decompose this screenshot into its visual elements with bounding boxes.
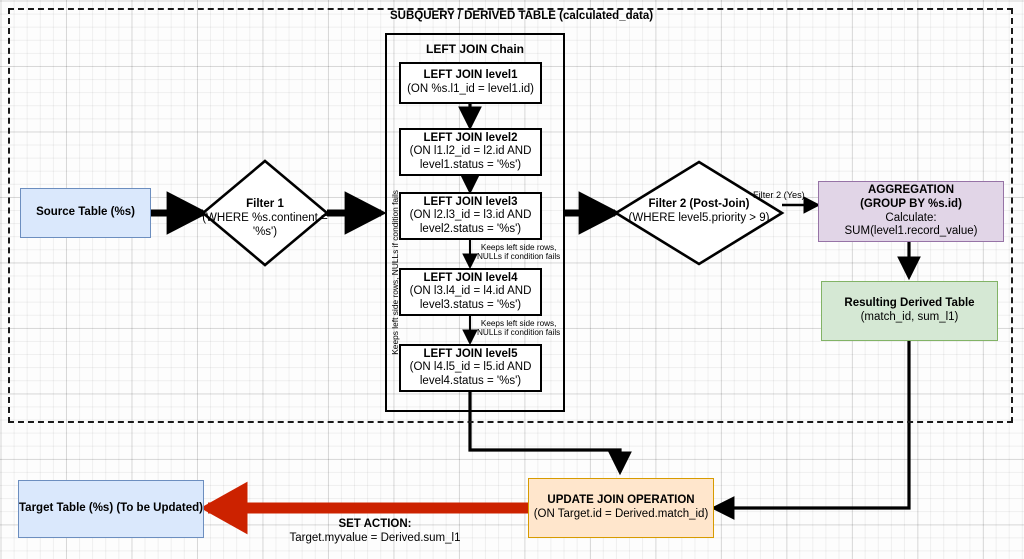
aggregation-line2: (GROUP BY %s.id) — [860, 197, 962, 210]
set-action-body: Target.myvalue = Derived.sum_l1 — [289, 532, 461, 545]
subquery-group-title: SUBQUERY / DERIVED TABLE (calculated_dat… — [390, 10, 654, 22]
left-join-chain-title: LEFT JOIN Chain — [425, 42, 524, 56]
node-left-join-level3[interactable]: LEFT JOIN level3 (ON l2.l3_id = l3.id AN… — [399, 192, 542, 240]
filter2-title: Filter 2 (Post-Join) — [648, 198, 750, 210]
node-target-table[interactable]: Target Table (%s) (To be Updated) — [18, 480, 204, 538]
join1-title: LEFT JOIN level1 — [423, 69, 518, 82]
join1-line2: (ON %s.l1_id = level1.id) — [407, 83, 534, 95]
node-left-join-level1[interactable]: LEFT JOIN level1 (ON %s.l1_id = level1.i… — [399, 62, 542, 104]
aggregation-line3: Calculate: SUM(level1.record_value) — [844, 211, 978, 238]
update-join-title: UPDATE JOIN OPERATION — [547, 494, 695, 507]
node-left-join-level2[interactable]: LEFT JOIN level2 (ON l1.l2_id = l2.id AN… — [399, 128, 542, 176]
node-resulting-derived-table[interactable]: Resulting Derived Table (match_id, sum_l… — [821, 281, 998, 341]
edge-note-join4-join5-line2: NULLs if condition fails — [477, 328, 561, 338]
derived-table-line2: (match_id, sum_l1) — [860, 311, 959, 323]
join4-line2: (ON l3.l4_id = l4.id AND — [409, 285, 532, 298]
set-action-title: SET ACTION: — [338, 518, 412, 530]
source-table-title: Source Table (%s) — [36, 206, 135, 219]
node-left-join-level4[interactable]: LEFT JOIN level4 (ON l3.l4_id = l4.id AN… — [399, 268, 542, 316]
filter1-subtitle: (WHERE %s.continent = '%s') — [202, 212, 328, 238]
join3-line3: level2.status = '%s') — [419, 222, 522, 235]
keeps-left-rows-vertical-note: Keeps left side rows, NULLs if condition… — [390, 190, 400, 355]
edge-note-join3-join4: Keeps left side rows, NULLs if condition… — [477, 243, 560, 261]
derived-table-title: Resulting Derived Table — [844, 297, 975, 310]
node-update-join-operation[interactable]: UPDATE JOIN OPERATION (ON Target.id = De… — [528, 478, 714, 538]
join4-title: LEFT JOIN level4 — [423, 271, 518, 284]
node-left-join-level5[interactable]: LEFT JOIN level5 (ON l4.l5_id = l5.id AN… — [399, 344, 542, 392]
node-aggregation[interactable]: AGGREGATION (GROUP BY %s.id) Calculate: … — [818, 181, 1004, 242]
join2-title: LEFT JOIN level2 — [423, 131, 518, 144]
join3-line2: (ON l2.l3_id = l3.id AND — [409, 209, 532, 222]
join2-line3: level1.status = '%s') — [419, 158, 522, 171]
join2-line2: (ON l1.l2_id = l2.id AND — [409, 145, 532, 158]
filter1-title: Filter 1 — [246, 198, 284, 210]
subquery-group-frame — [8, 8, 1013, 423]
join5-title: LEFT JOIN level5 — [423, 347, 518, 360]
join5-line3: level4.status = '%s') — [419, 374, 522, 387]
edge-note-join4-join5: Keeps left side rows, NULLs if condition… — [477, 319, 560, 337]
node-source-table[interactable]: Source Table (%s) — [20, 188, 151, 238]
edge-label-filter2-yes: Filter 2 (Yes) — [753, 190, 805, 200]
join3-title: LEFT JOIN level3 — [423, 195, 518, 208]
edge-note-join3-join4-line2: NULLs if condition fails — [477, 252, 561, 262]
set-action-label: SET ACTION: Target.myvalue = Derived.sum… — [235, 517, 515, 546]
update-join-line2: (ON Target.id = Derived.match_id) — [533, 508, 709, 520]
join4-line3: level3.status = '%s') — [419, 298, 522, 311]
join5-line2: (ON l4.l5_id = l5.id AND — [409, 361, 532, 374]
edge-note-join4-join5-line1: Keeps left side rows, — [480, 319, 557, 328]
aggregation-title: AGGREGATION — [867, 184, 955, 197]
target-table-title: Target Table (%s) (To be Updated) — [19, 502, 204, 515]
filter2-subtitle: (WHERE level5.priority > 9) — [628, 212, 770, 224]
edge-note-join3-join4-line1: Keeps left side rows, — [480, 243, 557, 252]
